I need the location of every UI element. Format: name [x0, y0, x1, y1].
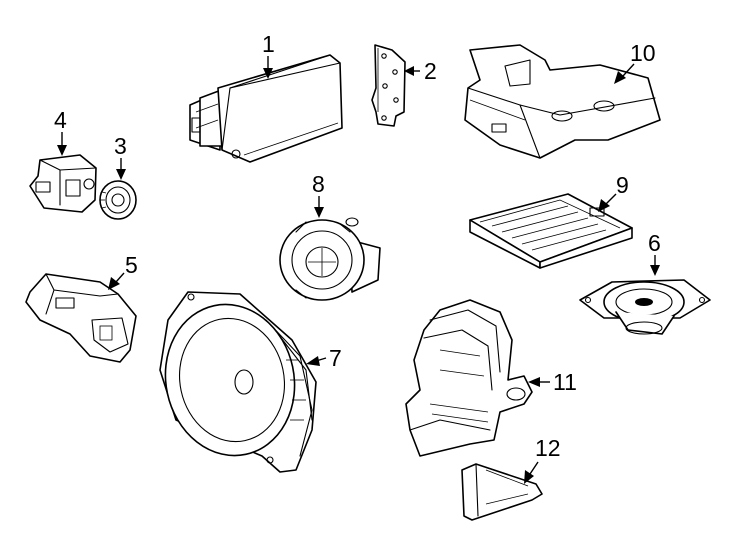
part-5-sensor-module[interactable] — [25, 273, 137, 363]
callout-9: 9 — [598, 172, 629, 212]
callout-6: 6 — [648, 230, 661, 276]
callout-label-2: 2 — [424, 58, 437, 84]
part-11-duct[interactable] — [405, 299, 533, 457]
part-3-tweeter[interactable] — [99, 180, 137, 220]
part-6-mid-speaker[interactable] — [579, 279, 711, 335]
callout-label-11: 11 — [553, 369, 577, 395]
callout-label-4: 4 — [54, 107, 67, 133]
callout-4: 4 — [54, 107, 67, 156]
callout-label-6: 6 — [648, 230, 661, 256]
callout-1: 1 — [262, 31, 275, 79]
callout-3: 3 — [114, 133, 127, 180]
callout-label-1: 1 — [262, 31, 275, 57]
callout-label-9: 9 — [616, 172, 629, 198]
part-12-duct-small[interactable] — [461, 463, 543, 521]
callout-8: 8 — [312, 171, 325, 218]
callout-5: 5 — [108, 252, 138, 290]
part-4-control-module[interactable] — [29, 154, 97, 213]
part-9-amplifier-module[interactable] — [469, 193, 633, 269]
callout-label-7: 7 — [329, 345, 342, 371]
callout-label-8: 8 — [312, 171, 325, 197]
callout-7: 7 — [306, 345, 342, 371]
callout-label-5: 5 — [125, 252, 138, 278]
callout-10: 10 — [614, 40, 656, 84]
callout-12: 12 — [524, 435, 561, 484]
callout-label-3: 3 — [114, 133, 127, 159]
part-7-door-speaker[interactable] — [152, 291, 317, 473]
callout-11: 11 — [528, 369, 577, 395]
callout-label-10: 10 — [630, 40, 656, 66]
part-8-small-speaker[interactable] — [279, 217, 381, 301]
part-1-display-unit[interactable] — [189, 54, 343, 163]
callout-label-12: 12 — [535, 435, 561, 461]
callout-2: 2 — [404, 58, 437, 84]
part-2-bracket[interactable] — [371, 44, 406, 127]
part-10-amplifier-housing[interactable] — [464, 44, 661, 159]
